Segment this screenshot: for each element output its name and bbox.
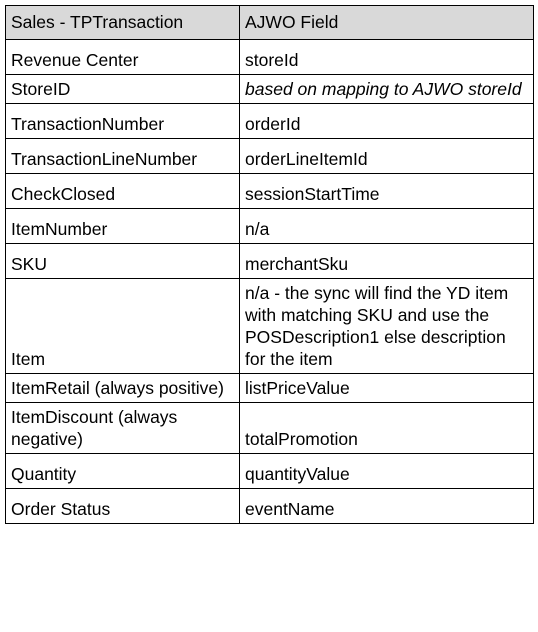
source-cell: TransactionLineNumber (5, 138, 240, 174)
header-row: Sales - TPTransaction AJWO Field (5, 5, 534, 40)
source-cell: CheckClosed (5, 173, 240, 209)
table-row: SKU merchantSku (5, 243, 534, 279)
table-row: Order Status eventName (5, 488, 534, 524)
target-cell: orderLineItemId (239, 138, 534, 174)
target-cell: storeId (239, 39, 534, 75)
field-mapping-table: Sales - TPTransaction AJWO Field Revenue… (5, 5, 534, 524)
table-row: Item n/a - the sync will find the YD ite… (5, 278, 534, 374)
source-cell: Revenue Center (5, 39, 240, 75)
table-row: StoreID based on mapping to AJWO storeId (5, 74, 534, 104)
header-source: Sales - TPTransaction (5, 5, 240, 40)
table-row: CheckClosed sessionStartTime (5, 173, 534, 209)
target-cell: n/a - the sync will find the YD item wit… (239, 278, 534, 374)
target-cell: n/a (239, 208, 534, 244)
target-cell: based on mapping to AJWO storeId (239, 74, 534, 104)
target-cell: listPriceValue (239, 373, 534, 403)
table-row: TransactionNumber orderId (5, 103, 534, 139)
target-cell: sessionStartTime (239, 173, 534, 209)
source-cell: ItemDiscount (always negative) (5, 402, 240, 454)
source-cell: ItemRetail (always positive) (5, 373, 240, 403)
table-row: ItemNumber n/a (5, 208, 534, 244)
mapping-sheet: Sales - TPTransaction AJWO Field Revenue… (5, 5, 534, 524)
table-row: TransactionLineNumber orderLineItemId (5, 138, 534, 174)
target-cell: merchantSku (239, 243, 534, 279)
table-row: Quantity quantityValue (5, 453, 534, 489)
source-cell: TransactionNumber (5, 103, 240, 139)
target-cell: eventName (239, 488, 534, 524)
target-cell: orderId (239, 103, 534, 139)
header-target: AJWO Field (239, 5, 534, 40)
table-row: Revenue Center storeId (5, 39, 534, 75)
source-cell: ItemNumber (5, 208, 240, 244)
source-cell: Order Status (5, 488, 240, 524)
source-cell: Item (5, 278, 240, 374)
table-row: ItemRetail (always positive) listPriceVa… (5, 373, 534, 403)
target-cell: totalPromotion (239, 402, 534, 454)
source-cell: Quantity (5, 453, 240, 489)
source-cell: SKU (5, 243, 240, 279)
table-row: ItemDiscount (always negative) totalProm… (5, 402, 534, 454)
target-cell: quantityValue (239, 453, 534, 489)
source-cell: StoreID (5, 74, 240, 104)
